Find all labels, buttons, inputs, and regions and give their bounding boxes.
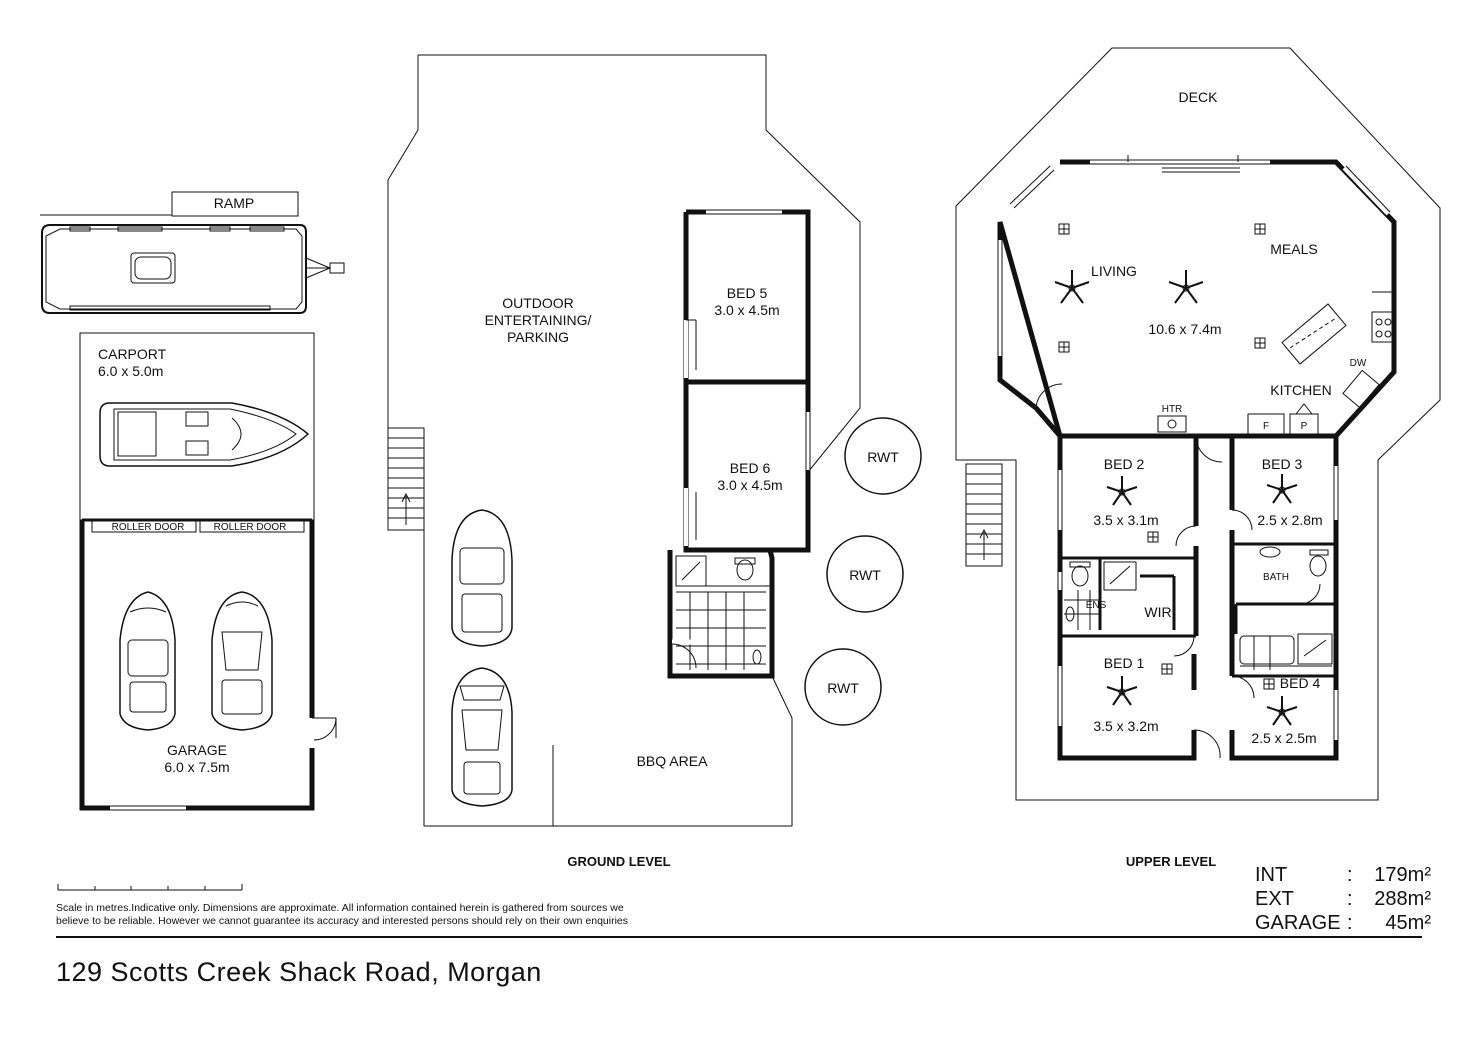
rwt-1-label: RWT [867, 449, 899, 465]
caravan [41, 224, 345, 314]
living-size: 10.6 x 7.4m [1148, 321, 1221, 337]
carport-size: 6.0 x 5.0m [98, 363, 163, 379]
meals-label: MEALS [1270, 241, 1317, 257]
scale-bar [57, 884, 243, 891]
kitchen-label: KITCHEN [1270, 382, 1331, 398]
fridge-label: F [1263, 421, 1269, 432]
garage-size: 6.0 x 7.5m [164, 759, 229, 775]
carport-label: CARPORT [98, 346, 167, 362]
bbq-label: BBQ AREA [637, 753, 708, 769]
pantry-label: P [1301, 421, 1308, 432]
area-value: 45m² [1385, 912, 1431, 934]
living-label: LIVING [1091, 263, 1137, 279]
area-colon: : [1347, 912, 1353, 934]
bed5-size: 3.0 x 4.5m [714, 302, 779, 318]
bed5-label: BED 5 [727, 285, 768, 301]
area-label: INT [1255, 864, 1288, 886]
ens-label: ENS [1086, 600, 1107, 611]
divider [56, 936, 1422, 938]
garage-label: GARAGE [167, 742, 227, 758]
car-icon [451, 667, 513, 807]
bed2-size: 3.5 x 3.1m [1093, 512, 1158, 528]
garage: ROLLER DOOR ROLLER DOOR GARAGE 6.0 x 7.5… [79, 518, 337, 811]
area-value: 179m² [1374, 864, 1431, 886]
bedroom-wing: BED 2 3.5 x 3.1m BED 3 2.5 x 2.8m ENS WI… [1057, 433, 1339, 761]
area-summary: INT : 179m² EXT : 288m² GARAGE : 45m² [1255, 863, 1431, 935]
ceiling-fan-icon [1266, 696, 1298, 726]
boat-icon [99, 402, 310, 467]
car-icon [119, 591, 176, 731]
area-label: GARAGE [1255, 912, 1341, 934]
outdoor-label-1: OUTDOOR [502, 295, 574, 311]
bed6-size: 3.0 x 4.5m [717, 477, 782, 493]
disclaimer-line-1: Scale in metres.Indicative only. Dimensi… [56, 902, 624, 914]
rwt-3: RWT [804, 648, 882, 726]
bed2-label: BED 2 [1104, 456, 1145, 472]
rwt-1: RWT [844, 417, 922, 495]
stairs [965, 463, 1003, 567]
bed4-label: BED 4 [1280, 675, 1321, 691]
ramp-label: RAMP [214, 195, 254, 211]
upper-level-label: UPPER LEVEL [1126, 854, 1216, 869]
outdoor-entertaining: OUTDOOR ENTERTAINING/ PARKING BBQ AREA [387, 54, 861, 827]
ramp-area: RAMP [40, 191, 299, 217]
ceiling-fan-icon [1054, 270, 1090, 304]
carport: CARPORT 6.0 x 5.0m [79, 332, 315, 521]
roller-door-2-label: ROLLER DOOR [214, 522, 287, 533]
light-icon [1147, 531, 1159, 543]
light-icon [1254, 337, 1266, 349]
area-row: INT : 179m² [1255, 863, 1431, 887]
car-icon [451, 509, 513, 647]
rwt-2-label: RWT [849, 567, 881, 583]
bed5-bed6-wing: BED 5 3.0 x 4.5m BED 6 3.0 x 4.5m [667, 209, 811, 679]
ground-level-label: GROUND LEVEL [567, 854, 670, 869]
htr-label: HTR [1162, 404, 1183, 415]
bed1-size: 3.5 x 3.2m [1093, 718, 1158, 734]
property-address: 129 Scotts Creek Shack Road, Morgan [56, 957, 542, 987]
light-icon [1263, 678, 1275, 690]
area-row: EXT : 288m² [1255, 887, 1431, 911]
light-icon [1058, 223, 1070, 235]
ceiling-fan-icon [1266, 474, 1298, 504]
bed4-size: 2.5 x 2.5m [1251, 730, 1316, 746]
bed3-size: 2.5 x 2.8m [1257, 512, 1322, 528]
disclaimer-line-2: believe to be reliable. However we canno… [56, 915, 628, 927]
roller-door-1-label: ROLLER DOOR [112, 522, 185, 533]
ground-bathroom [667, 549, 775, 679]
wir-label: WIR [1144, 604, 1171, 620]
car-icon [211, 591, 273, 731]
living-meals: F P HTR LIVING MEALS 10.6 x 7.4m KITCHEN… [997, 155, 1397, 439]
bath-label: BATH [1263, 572, 1289, 583]
bed3-label: BED 3 [1262, 456, 1303, 472]
disclaimer: Scale in metres.Indicative only. Dimensi… [56, 902, 696, 928]
deck: DECK [955, 47, 1441, 801]
light-icon [1058, 341, 1070, 353]
ceiling-fan-icon [1168, 270, 1204, 304]
area-colon: : [1347, 864, 1353, 886]
rwt-2: RWT [826, 535, 904, 613]
ceiling-fan-icon [1106, 476, 1138, 506]
area-row: GARAGE : 45m² [1255, 911, 1431, 935]
outdoor-label-2: ENTERTAINING/ [485, 312, 592, 328]
light-icon [1254, 223, 1266, 235]
bed6-label: BED 6 [730, 460, 771, 476]
ceiling-fan-icon [1106, 676, 1138, 706]
light-icon [1161, 663, 1173, 675]
outdoor-label-3: PARKING [507, 329, 569, 345]
area-colon: : [1347, 888, 1353, 910]
bed1-label: BED 1 [1104, 655, 1145, 671]
area-label: EXT [1255, 888, 1294, 910]
rwt-3-label: RWT [827, 680, 859, 696]
dw-label: DW [1350, 358, 1367, 369]
stairs [387, 427, 425, 531]
area-value: 288m² [1374, 888, 1431, 910]
deck-label: DECK [1179, 89, 1219, 105]
